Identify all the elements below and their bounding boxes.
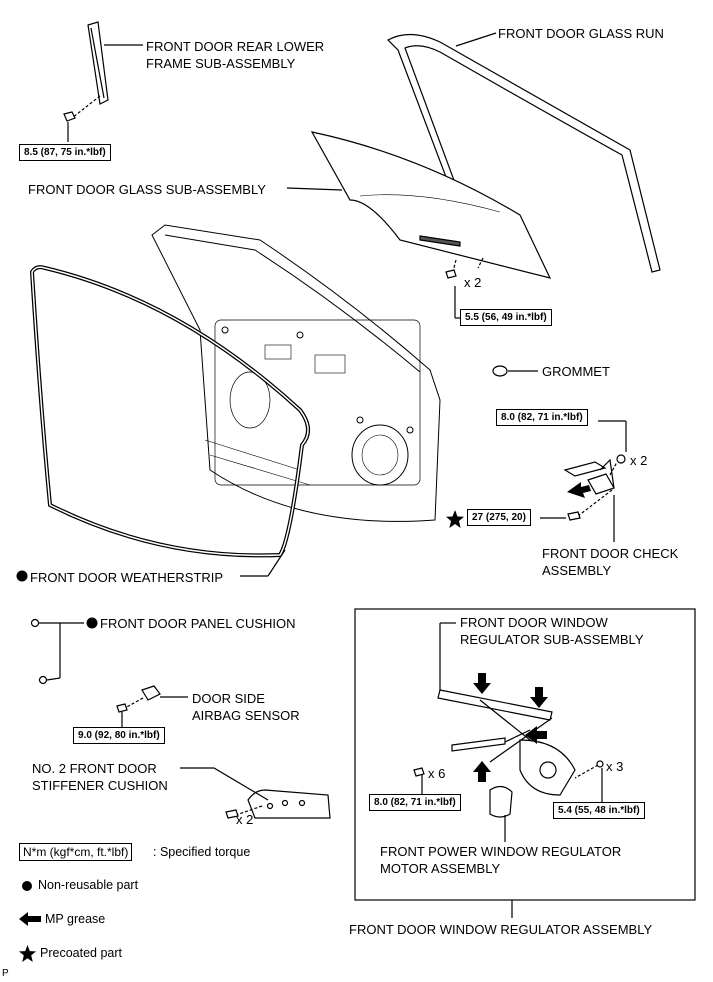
legend-star-icon (19, 945, 36, 962)
label-rear-lower-frame: FRONT DOOR REAR LOWER FRAME SUB-ASSEMBLY (146, 39, 325, 71)
door-panel-part (151, 224, 441, 522)
non-reusable-dot-panel-cushion (86, 617, 98, 629)
non-reusable-dot-weatherstrip (16, 570, 28, 582)
star-icon (446, 510, 464, 528)
torque-glass: 5.5 (56, 49 in.*lbf) (460, 309, 552, 326)
airbag-sensor-part (116, 685, 188, 728)
legend-grease-arrow-icon (19, 912, 41, 926)
legend-precoated: Precoated part (40, 946, 122, 960)
label-glass-sub-assembly: FRONT DOOR GLASS SUB-ASSEMBLY (28, 182, 266, 197)
corner-mark: P (2, 968, 9, 979)
count-check-bolts: x 2 (630, 453, 648, 468)
torque-regulator-right: 5.4 (55, 48 in.*lbf) (553, 802, 645, 819)
legend-torque-box: N*m (kgf*cm, ft.*lbf) (19, 843, 133, 861)
door-check-part (540, 420, 627, 542)
glass-part (286, 131, 552, 319)
weatherstrip-part (29, 265, 310, 577)
label-regulator-assembly: FRONT DOOR WINDOW REGULATOR ASSEMBLY (349, 922, 653, 937)
count-regulator-bolts-right: x 3 (606, 759, 624, 774)
torque-check-lower: 27 (275, 20) (467, 509, 531, 526)
rear-lower-frame-part (63, 21, 143, 142)
count-stiffener-bolts: x 2 (236, 812, 254, 827)
legend-dot-icon (22, 881, 32, 891)
regulator-part (413, 622, 604, 842)
stiffener-cushion-part (180, 767, 331, 819)
label-stiffener-cushion: NO. 2 FRONT DOOR STIFFENER CUSHION (32, 761, 168, 793)
label-glass-run: FRONT DOOR GLASS RUN (498, 26, 664, 41)
count-regulator-bolts-left: x 6 (428, 766, 446, 781)
glass-run-part (387, 32, 661, 273)
label-panel-cushion: FRONT DOOR PANEL CUSHION (100, 616, 296, 631)
legend-torque-text: : Specified torque (153, 845, 251, 859)
torque-airbag-sensor: 9.0 (92, 80 in.*lbf) (73, 727, 165, 744)
legend-mp-grease: MP grease (45, 912, 106, 926)
legend-non-reusable: Non-reusable part (38, 878, 139, 892)
torque-regulator-left: 8.0 (82, 71 in.*lbf) (369, 794, 461, 811)
grommet-part (492, 365, 538, 377)
label-grommet: GROMMET (542, 364, 610, 379)
torque-rear-lower-frame: 8.5 (87, 75 in.*lbf) (19, 144, 111, 161)
label-regulator-motor: FRONT POWER WINDOW REGULATOR MOTOR ASSEM… (380, 844, 622, 876)
panel-cushion-part (30, 618, 84, 685)
regulator-frame (354, 608, 696, 901)
torque-check-upper: 8.0 (82, 71 in.*lbf) (496, 409, 588, 426)
count-glass-bolts: x 2 (464, 275, 482, 290)
label-airbag-sensor: DOOR SIDE AIRBAG SENSOR (192, 691, 300, 723)
grease-arrows (473, 673, 548, 782)
label-weatherstrip: FRONT DOOR WEATHERSTRIP (30, 570, 224, 585)
label-door-check-assembly: FRONT DOOR CHECK ASSEMBLY (542, 546, 679, 578)
label-regulator-sub-assembly: FRONT DOOR WINDOW REGULATOR SUB-ASSEMBLY (460, 615, 644, 647)
